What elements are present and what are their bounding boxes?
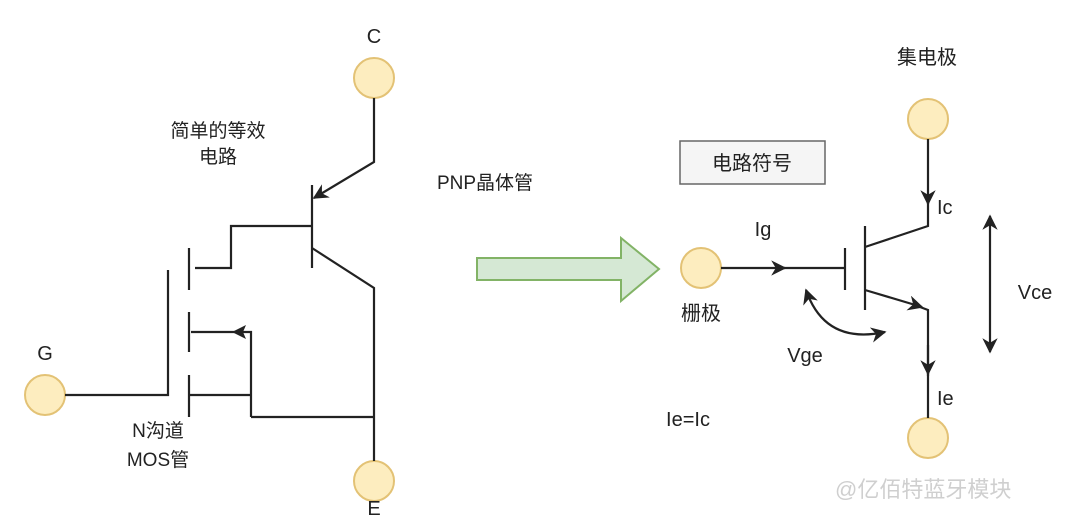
caption-pnp: PNP晶体管 — [437, 172, 533, 194]
terminal-e-label: E — [367, 498, 380, 520]
equation-label: Ie=Ic — [666, 409, 710, 431]
emitter-node — [907, 417, 949, 459]
vce-label: Vce — [1018, 282, 1052, 304]
transform-arrow-icon — [476, 235, 661, 304]
caption-mos-2: MOS管 — [127, 449, 189, 471]
gate-label: 栅极 — [681, 302, 721, 325]
pnp-transistor-wires — [195, 98, 376, 461]
caption-equivalent-circuit-2: 电路 — [199, 146, 237, 168]
equivalent-circuit: C G E 简单的等效 电路 N沟道 MOS管 PNP晶体管 — [24, 26, 533, 520]
ic-label: Ic — [937, 197, 953, 219]
terminal-e-node — [353, 460, 395, 502]
gate-node — [680, 247, 722, 289]
terminal-c-node — [353, 57, 395, 99]
ie-label: Ie — [937, 388, 954, 410]
vge-label: Vge — [787, 345, 823, 367]
mos-transistor-wires — [65, 248, 374, 419]
symbol-box-label: 电路符号 — [712, 152, 792, 175]
ig-label: Ig — [755, 219, 772, 241]
terminal-g-node — [24, 374, 66, 416]
watermark: @亿佰特蓝牙模块 — [835, 477, 1011, 502]
vge-arrow — [803, 288, 887, 343]
terminal-g-label: G — [37, 343, 53, 365]
igbt-symbol: 电路符号 集电极 栅极 Ig Ic Ie Vce Vge Ie=Ic — [666, 46, 1052, 459]
caption-mos-1: N沟道 — [132, 420, 184, 442]
symbol-box — [679, 140, 826, 185]
collector-node — [907, 98, 949, 140]
collector-label: 集电极 — [897, 46, 957, 69]
terminal-c-label: C — [367, 26, 381, 48]
caption-equivalent-circuit-1: 简单的等效 — [170, 120, 265, 142]
